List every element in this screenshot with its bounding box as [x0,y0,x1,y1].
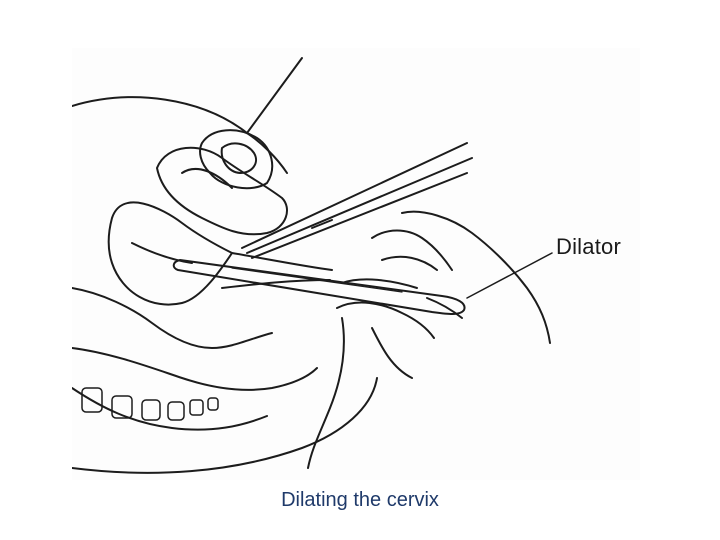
bowel [72,287,273,349]
rectum [72,347,318,391]
body-outline [72,57,303,174]
body-outline-lower [72,377,378,474]
pubic-bone-inner [220,142,258,174]
bladder [156,146,288,236]
hand [307,210,551,469]
uterus [107,201,233,306]
uterine-cavity [131,242,193,264]
vaginal-canal-upper [231,252,333,271]
slide-caption: Dilating the cervix [281,489,439,511]
sacrum [72,387,268,431]
bladder-inner [181,168,233,189]
dilator-label: Dilator [556,234,621,259]
pubic-bone [199,129,274,190]
tenaculum [241,142,473,259]
dilator-instrument [172,259,466,315]
cervix-dilation-illustration [72,48,640,480]
sacral-vertebrae [81,387,219,421]
dilator-leader-line [466,252,553,299]
